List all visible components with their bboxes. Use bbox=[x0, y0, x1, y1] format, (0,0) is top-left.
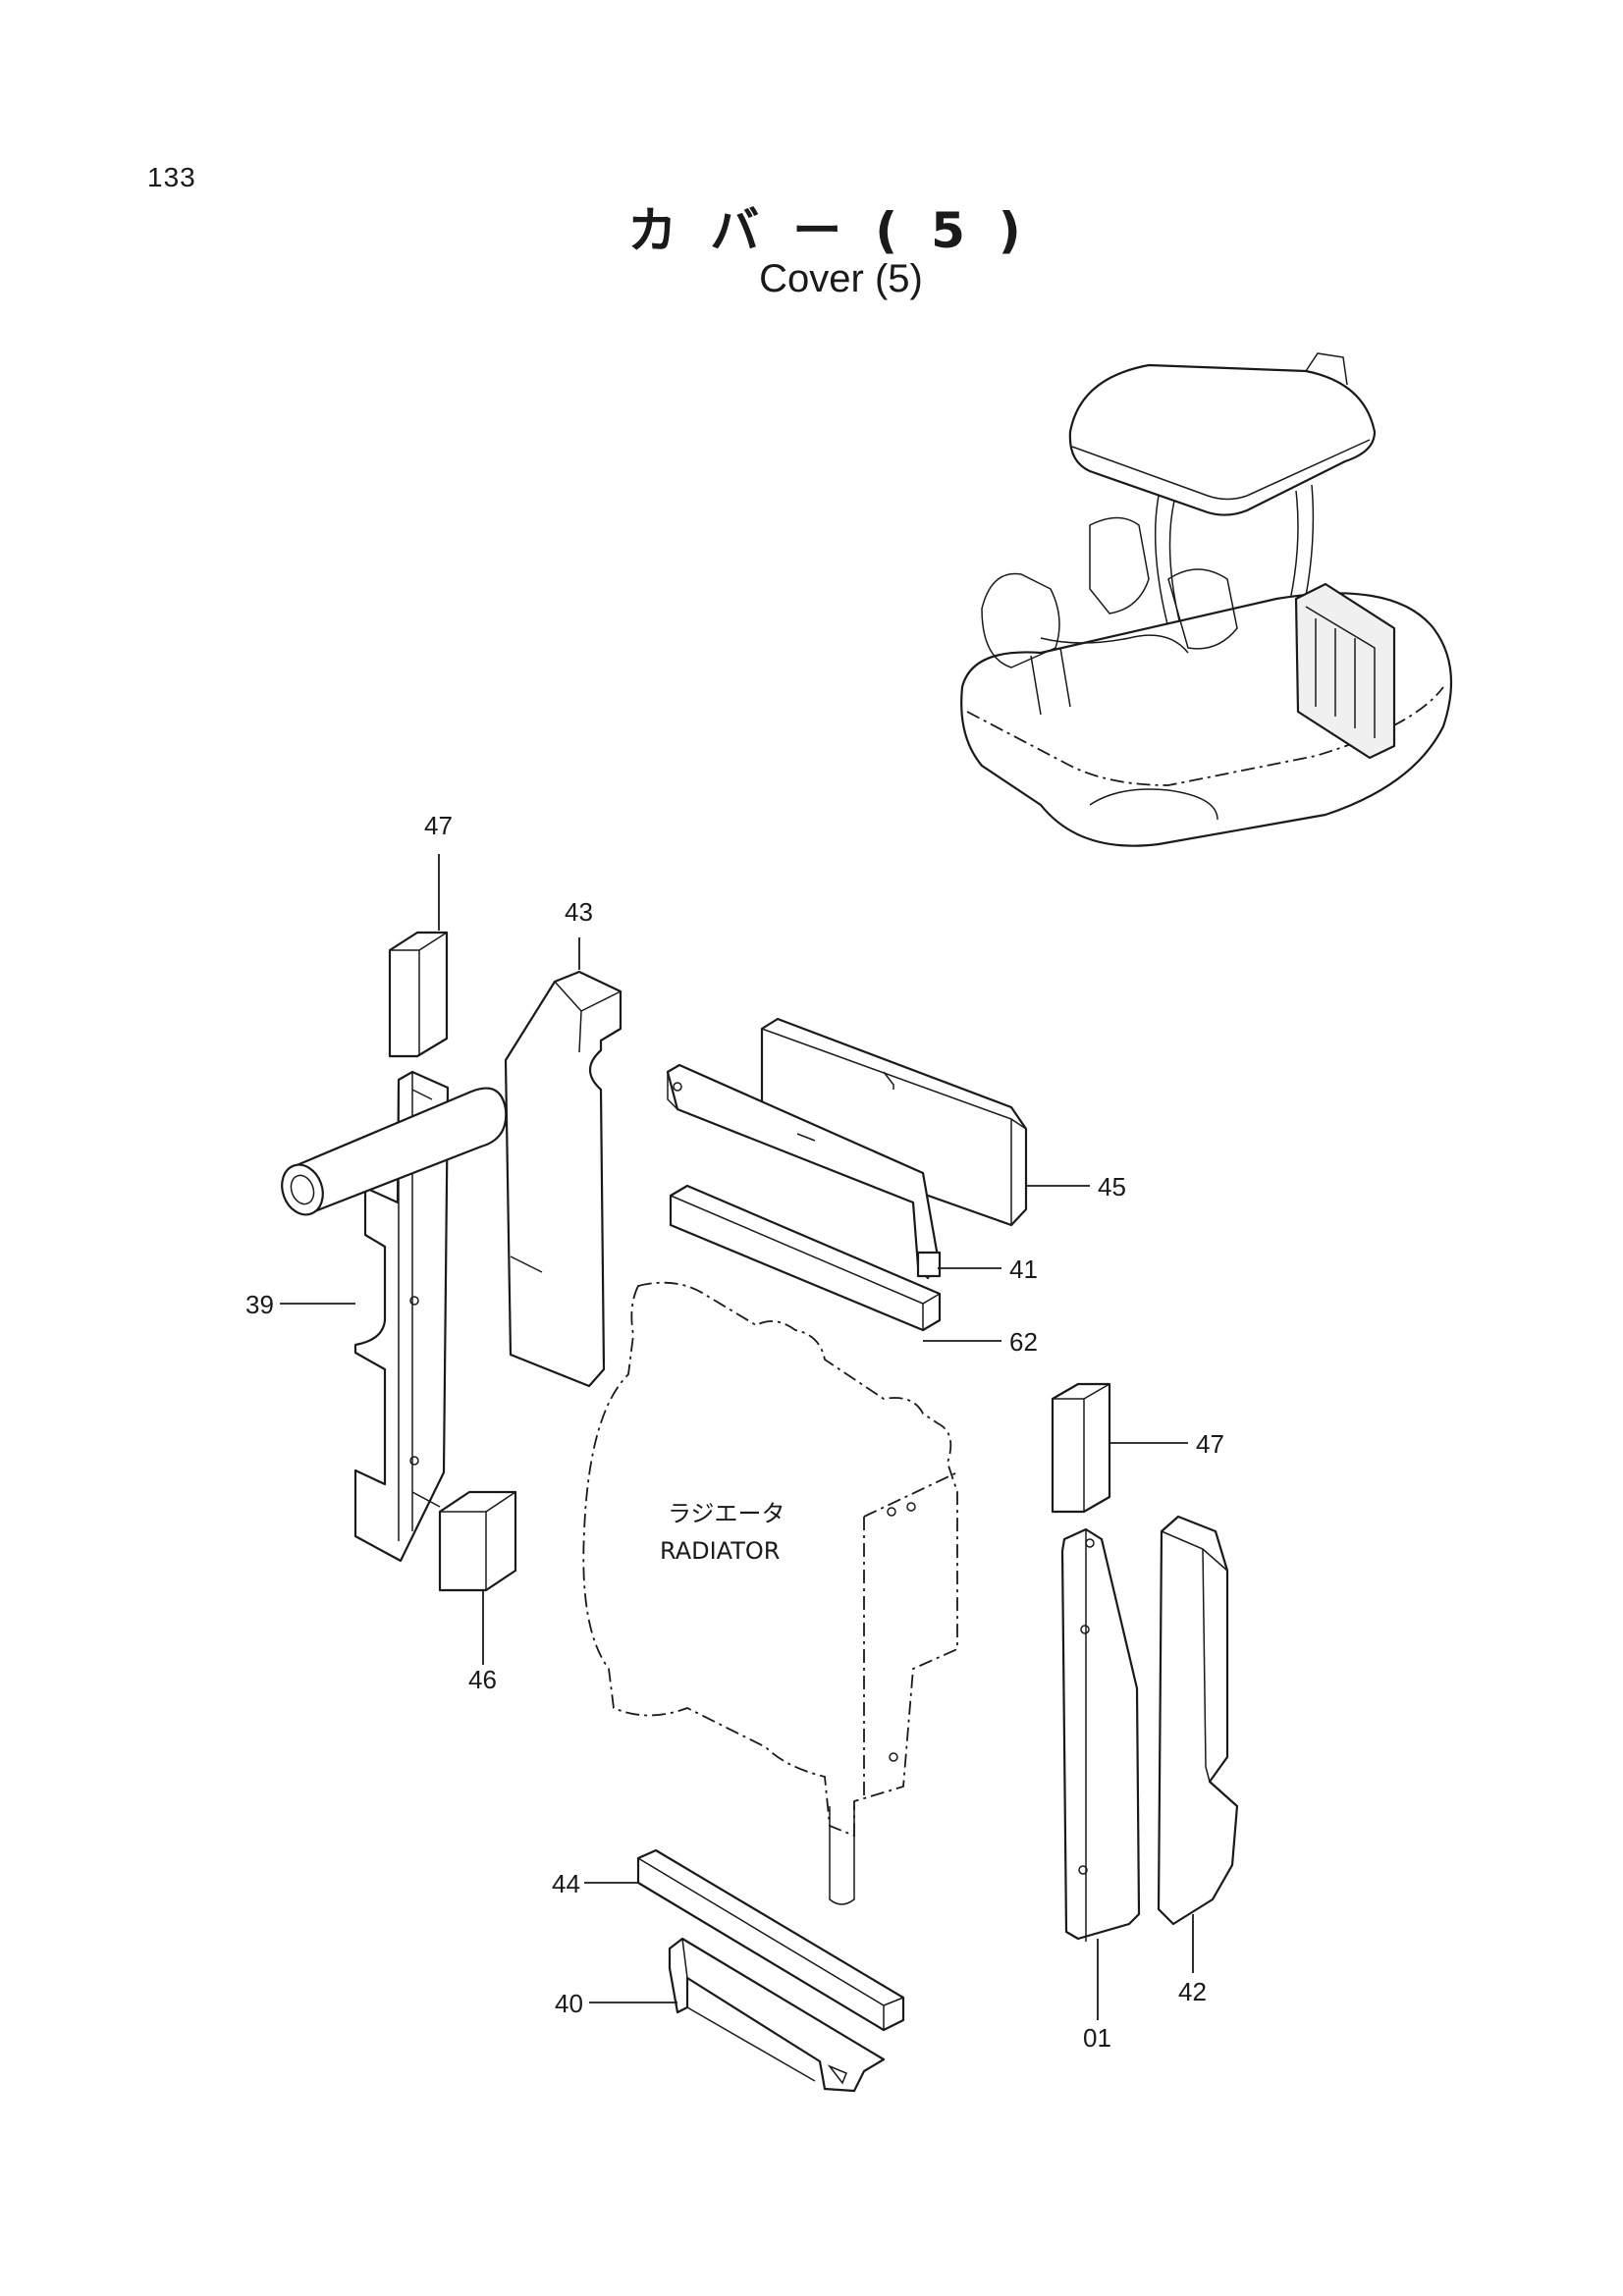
callout-40: 40 bbox=[555, 1989, 583, 2018]
title-english: Cover (5) bbox=[759, 257, 923, 300]
callout-42: 42 bbox=[1178, 1977, 1207, 2006]
leader-lines bbox=[280, 854, 1194, 2020]
callout-44: 44 bbox=[552, 1869, 580, 1898]
callout-62: 62 bbox=[1009, 1327, 1038, 1357]
radiator-label-jp: ラジエータ bbox=[668, 1500, 785, 1527]
callout-41: 41 bbox=[1009, 1255, 1038, 1284]
machine-overview-illustration bbox=[960, 352, 1453, 847]
part-41 bbox=[666, 1063, 942, 1280]
callout-labels: 47 43 45 41 39 62 47 46 44 40 01 42 bbox=[245, 811, 1224, 2053]
callout-39: 39 bbox=[245, 1290, 274, 1319]
part-47-upper bbox=[388, 931, 449, 1058]
title-japanese: カバー(5) bbox=[627, 202, 1055, 259]
callout-43: 43 bbox=[565, 897, 593, 927]
part-40 bbox=[668, 1937, 886, 2093]
callout-01: 01 bbox=[1083, 2023, 1111, 2053]
part-62 bbox=[669, 1184, 942, 1332]
callout-47-upper: 47 bbox=[424, 811, 453, 840]
callout-45: 45 bbox=[1098, 1172, 1126, 1201]
radiator-label-en: RADIATOR bbox=[660, 1537, 780, 1565]
part-01 bbox=[1060, 1527, 1141, 1942]
radiator-outline bbox=[582, 1281, 958, 1905]
part-39 bbox=[281, 1070, 508, 1563]
part-46 bbox=[438, 1490, 517, 1592]
callout-47-lower: 47 bbox=[1196, 1429, 1224, 1459]
part-43 bbox=[504, 970, 622, 1388]
part-47-lower bbox=[1051, 1382, 1111, 1514]
page-number: 133 bbox=[147, 162, 196, 192]
part-42 bbox=[1157, 1515, 1239, 1926]
callout-46: 46 bbox=[468, 1665, 497, 1694]
